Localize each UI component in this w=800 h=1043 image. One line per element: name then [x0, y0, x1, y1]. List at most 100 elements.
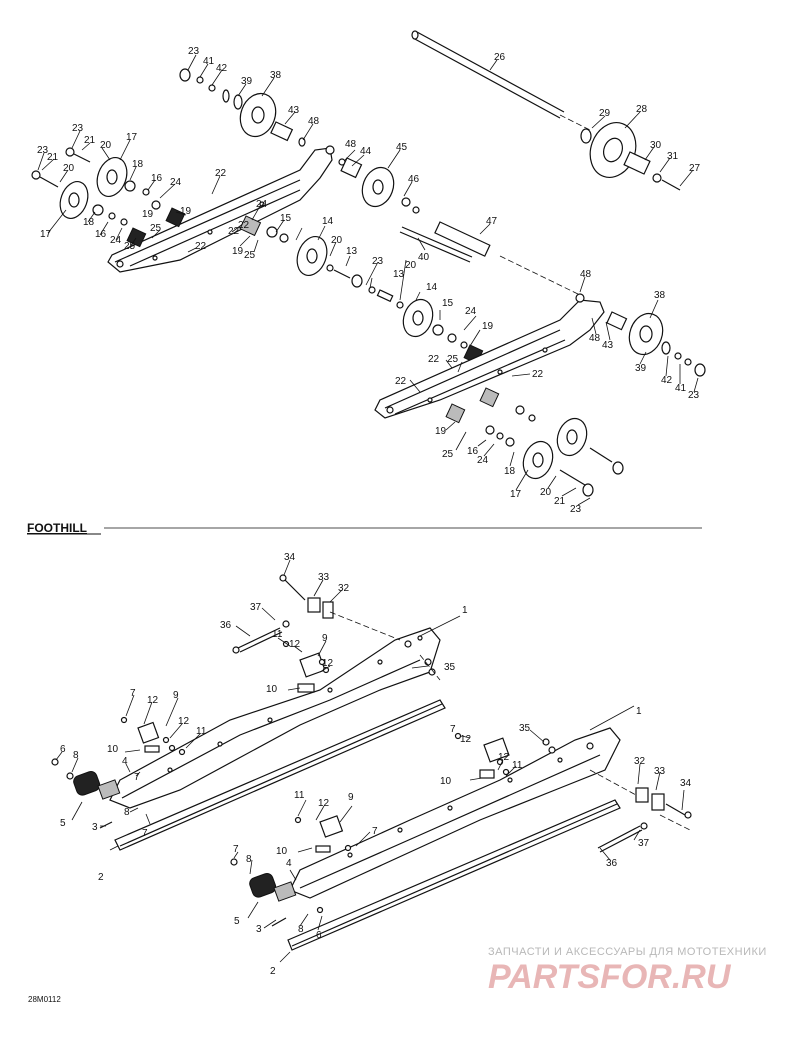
callout-11: 11 — [294, 790, 305, 801]
callout-36: 36 — [606, 858, 618, 869]
callout-25: 25 — [442, 449, 454, 460]
callout-38: 38 — [270, 70, 282, 81]
callout-17: 17 — [510, 489, 522, 500]
watermark-tagline: ЗАПЧАСТИ И АКСЕССУАРЫ ДЛЯ МОТОТЕХНИКИ — [488, 946, 767, 958]
rail-upper-left — [107, 147, 333, 273]
callout-10: 10 — [266, 684, 278, 695]
callout-1: 1 — [462, 605, 468, 616]
callout-35: 35 — [444, 662, 456, 673]
callout-14: 14 — [322, 216, 334, 227]
callout-1: 1 — [636, 706, 642, 717]
callout-22: 22 — [238, 220, 250, 231]
callout-2: 2 — [270, 966, 276, 977]
slide-rail-left — [51, 620, 446, 851]
callout-17: 17 — [126, 132, 138, 143]
callout-7: 7 — [233, 844, 239, 855]
callout-9: 9 — [173, 690, 179, 701]
callout-21: 21 — [84, 135, 96, 146]
callout-43: 43 — [602, 340, 614, 351]
callout-21: 21 — [47, 152, 59, 163]
callout-3: 3 — [256, 924, 262, 935]
callout-18: 18 — [83, 217, 95, 228]
callout-20: 20 — [540, 487, 552, 498]
callout-34: 34 — [680, 778, 692, 789]
callout-41: 41 — [203, 56, 215, 67]
callout-12: 12 — [460, 734, 472, 745]
callout-12: 12 — [318, 798, 330, 809]
callout-10: 10 — [107, 744, 119, 755]
callout-38: 38 — [654, 290, 666, 301]
callout-15: 15 — [442, 298, 454, 309]
callout-15: 15 — [280, 213, 292, 224]
callout-16: 16 — [467, 446, 479, 457]
callout-20: 20 — [405, 260, 417, 271]
callout-29: 29 — [599, 108, 611, 119]
callout-33: 33 — [318, 572, 330, 583]
callout-10: 10 — [276, 846, 288, 857]
callout-22: 22 — [428, 354, 440, 365]
section-divider: FOOTHILL — [27, 521, 702, 535]
upper-callouts: 23 41 42 39 38 43 48 26 29 28 30 31 27 2… — [37, 46, 701, 515]
section-title: FOOTHILL — [27, 521, 87, 535]
callout-4: 4 — [286, 858, 292, 869]
callout-4: 4 — [122, 756, 128, 767]
callout-25: 25 — [150, 223, 162, 234]
callout-19: 19 — [435, 426, 447, 437]
callout-6: 6 — [316, 930, 322, 941]
callout-12: 12 — [322, 658, 334, 669]
callout-17: 17 — [40, 229, 52, 240]
callout-12: 12 — [147, 695, 159, 706]
callout-45: 45 — [396, 142, 408, 153]
callout-35: 35 — [519, 723, 531, 734]
callout-24: 24 — [170, 177, 182, 188]
rail-upper-right — [374, 293, 605, 424]
callout-32: 32 — [634, 756, 646, 767]
callout-47: 47 — [486, 216, 498, 227]
callout-22: 22 — [215, 168, 227, 179]
callout-8: 8 — [298, 924, 304, 935]
callout-23: 23 — [372, 256, 384, 267]
wheel-38-upper — [179, 68, 306, 147]
callout-19: 19 — [232, 246, 244, 257]
lower-callouts: 34 33 32 37 36 11 12 9 12 10 1 35 7 12 9… — [60, 552, 692, 977]
callout-11: 11 — [196, 726, 207, 737]
callout-20: 20 — [63, 163, 75, 174]
callout-37: 37 — [250, 602, 262, 613]
callout-24: 24 — [110, 235, 122, 246]
wheel-28 — [580, 122, 681, 191]
callout-10: 10 — [440, 776, 452, 787]
callout-7: 7 — [142, 828, 148, 839]
wheel-45 — [325, 145, 581, 296]
callout-42: 42 — [661, 375, 673, 386]
callout-5: 5 — [234, 916, 240, 927]
wheel-14-lower — [351, 274, 484, 365]
callout-22: 22 — [532, 369, 544, 380]
callout-13: 13 — [393, 269, 405, 280]
callout-12: 12 — [178, 716, 190, 727]
crossbar-upper — [232, 574, 441, 681]
callout-5: 5 — [60, 818, 66, 829]
wheel-17-right — [485, 405, 624, 497]
callout-27: 27 — [689, 163, 701, 174]
callout-6: 6 — [60, 744, 66, 755]
callout-12: 12 — [498, 752, 510, 763]
callout-14: 14 — [426, 282, 438, 293]
callout-44: 44 — [360, 146, 372, 157]
watermark: ЗАПЧАСТИ И АКСЕССУАРЫ ДЛЯ МОТОТЕХНИКИ PA… — [488, 946, 767, 996]
upper-leader-lines — [37, 54, 699, 506]
callout-8: 8 — [73, 750, 79, 761]
callout-41: 41 — [675, 383, 687, 394]
callout-48: 48 — [308, 116, 320, 127]
callout-23: 23 — [688, 390, 700, 401]
callout-19: 19 — [180, 206, 192, 217]
wheel-17-left — [31, 147, 186, 248]
callout-33: 33 — [654, 766, 666, 777]
callout-18: 18 — [504, 466, 516, 477]
callout-22: 22 — [228, 226, 240, 237]
callout-24: 24 — [465, 306, 477, 317]
callout-42: 42 — [216, 63, 228, 74]
callout-23: 23 — [570, 504, 582, 515]
callout-13: 13 — [346, 246, 358, 257]
callout-39: 39 — [241, 76, 253, 87]
callout-25: 25 — [244, 250, 256, 261]
